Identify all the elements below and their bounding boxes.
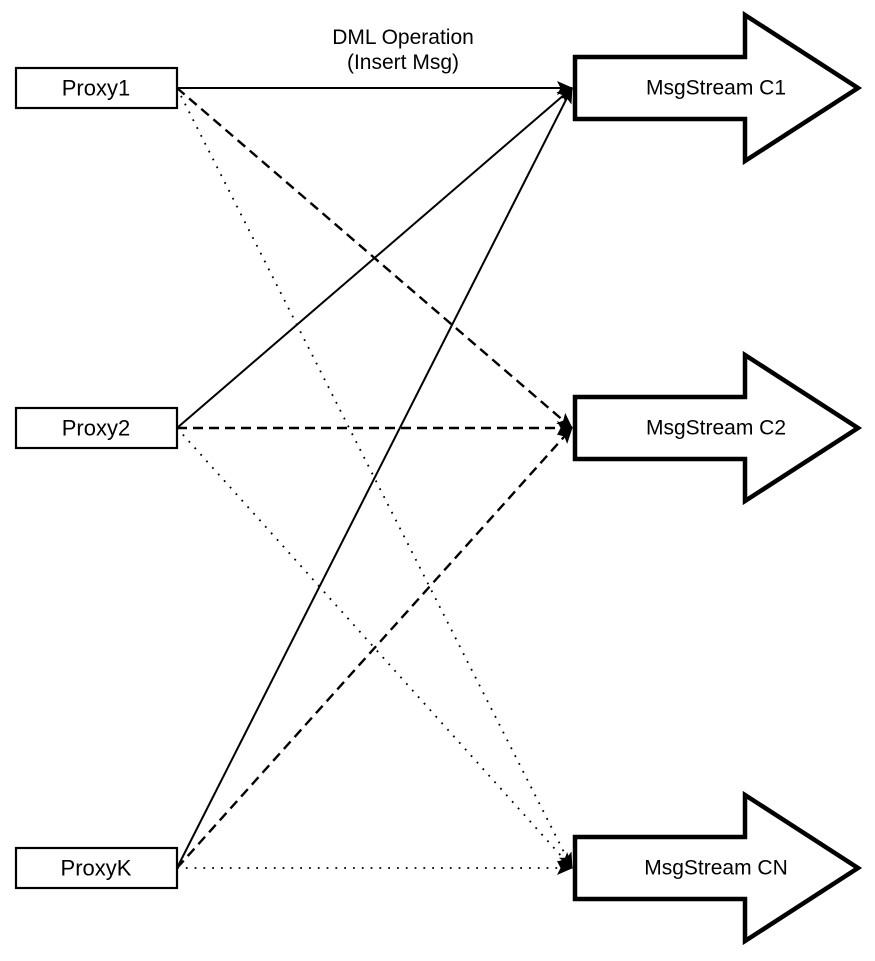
proxy1-node: Proxy1 — [14, 66, 179, 110]
proxy1-label: Proxy1 — [62, 76, 130, 101]
msgstream-c1-arrow-shape — [572, 10, 863, 166]
msgstream-c1-node: MsgStream C1 — [572, 10, 863, 166]
edge-proxy1-c2 — [176, 87, 573, 429]
proxy2-label: Proxy2 — [62, 416, 130, 441]
msgstream-cn-arrow-shape — [572, 790, 863, 946]
proxyk-node: ProxyK — [14, 846, 179, 890]
edges-layer — [176, 81, 573, 875]
diagram-title-line1: DML Operation — [332, 26, 474, 49]
edge-proxyk-c1 — [176, 87, 573, 869]
msgstream-c2-node: MsgStream C2 — [572, 350, 863, 506]
diagram-title-line2: (Insert Msg) — [347, 51, 459, 74]
proxy1-box — [14, 66, 179, 110]
edge-proxyk-c2 — [176, 427, 573, 869]
edge-proxy2-cn — [176, 427, 573, 869]
msgstream-c1-label: MsgStream C1 — [646, 77, 786, 100]
msgstream-cn-label: MsgStream CN — [644, 857, 788, 880]
proxy2-node: Proxy2 — [14, 406, 179, 450]
msgstream-c2-label: MsgStream C2 — [646, 417, 786, 440]
proxyk-box — [14, 846, 179, 890]
msgstream-c2-arrow-shape — [572, 350, 863, 506]
proxy2-box — [14, 406, 179, 450]
proxyk-label: ProxyK — [61, 856, 132, 881]
msgstream-cn-node: MsgStream CN — [572, 790, 863, 946]
